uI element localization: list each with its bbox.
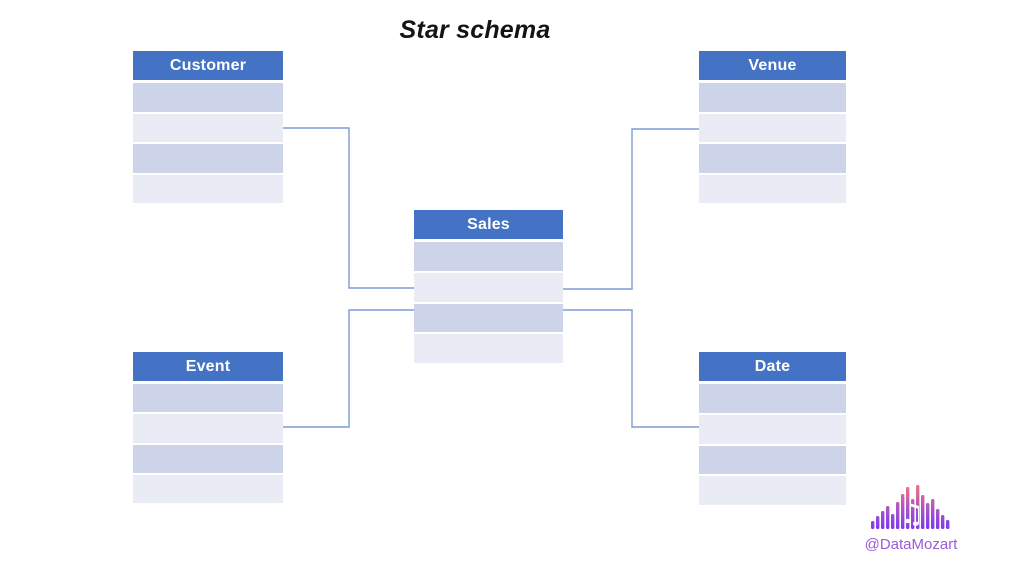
- table-row: [133, 113, 283, 142]
- bar-chart-music-icon: ♫: [871, 485, 950, 530]
- table-row: [133, 444, 283, 473]
- table-header-sales: Sales: [414, 210, 563, 239]
- table-row: [699, 414, 846, 444]
- table-row: [699, 476, 846, 505]
- table-header-event: Event: [133, 352, 283, 381]
- table-venue: Venue: [699, 51, 846, 203]
- table-row: [133, 144, 283, 173]
- table-row: [133, 174, 283, 203]
- table-title: Event: [185, 357, 231, 375]
- table-row: [699, 144, 846, 173]
- table-event: Event: [133, 352, 283, 503]
- watermark: ♫ @DataMozart: [860, 483, 962, 553]
- table-rows: [133, 381, 283, 503]
- table-row: [133, 384, 283, 413]
- logo-bars: [871, 485, 950, 529]
- connector-venue-sales: [563, 128, 699, 290]
- table-row: [699, 113, 846, 142]
- table-date: Date: [699, 352, 846, 505]
- connector-customer-sales: [283, 127, 414, 289]
- table-rows: [699, 381, 846, 505]
- diagram-title: Star schema: [399, 16, 551, 44]
- table-row: [699, 384, 846, 413]
- table-row: [699, 83, 846, 112]
- table-row: [133, 83, 283, 112]
- watermark-handle: @DataMozart: [864, 536, 958, 553]
- table-title: Customer: [169, 56, 247, 74]
- table-rows: [699, 80, 846, 203]
- table-row: [133, 414, 283, 443]
- table-title: Date: [754, 357, 791, 375]
- table-row: [133, 474, 283, 503]
- connector-date-sales: [563, 309, 699, 428]
- table-title: Venue: [748, 56, 797, 74]
- table-header-venue: Venue: [699, 51, 846, 80]
- music-notes-icon: ♫: [900, 499, 924, 530]
- table-header-customer: Customer: [133, 51, 283, 80]
- table-row: [414, 303, 563, 333]
- table-sales: Sales: [414, 210, 563, 363]
- connector-event-sales: [283, 309, 414, 428]
- table-row: [414, 242, 563, 271]
- table-row: [699, 445, 846, 475]
- table-row: [414, 272, 563, 302]
- table-row: [414, 334, 563, 363]
- table-title: Sales: [467, 215, 510, 233]
- table-row: [699, 174, 846, 203]
- table-customer: Customer: [133, 51, 283, 203]
- table-rows: [414, 239, 563, 363]
- table-header-date: Date: [699, 352, 846, 381]
- table-rows: [133, 80, 283, 203]
